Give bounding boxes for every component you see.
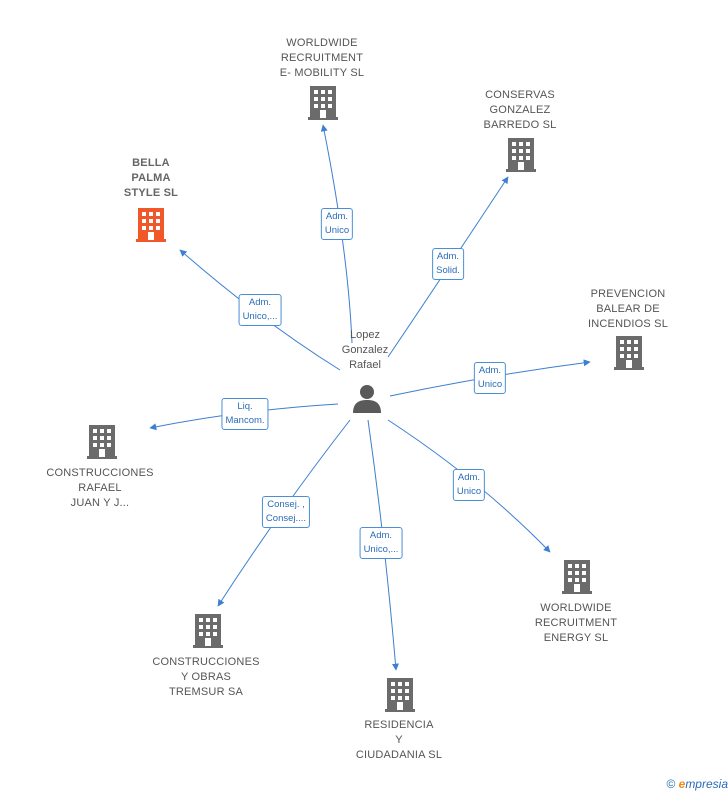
role-label-bella-palma: Adm. Unico,... <box>238 294 282 326</box>
company-label-construcciones-tremsur[interactable]: CONSTRUCCIONES Y OBRAS TREMSUR SA <box>152 656 260 698</box>
footer-brand: © empresia <box>666 777 728 791</box>
brand-logo-text: mpresia <box>685 777 728 791</box>
building-icon[interactable] <box>87 425 117 459</box>
brand-logo-initial: e <box>678 777 686 791</box>
role-label-construcciones-tremsur: Consej. , Consej.... <box>261 496 311 528</box>
role-label-worldwide-emobility: Adm. Unico <box>320 208 354 240</box>
company-label-worldwide-emobility[interactable]: WORLDWIDE RECRUITMENT E- MOBILITY SL <box>279 37 365 79</box>
company-label-bella-palma[interactable]: BELLA PALMA STYLE SL <box>123 157 179 199</box>
role-label-construcciones-rafael: Liq. Mancom. <box>221 398 269 430</box>
role-label-residencia: Adm. Unico,... <box>359 527 403 559</box>
company-label-residencia[interactable]: RESIDENCIA Y CIUDADANIA SL <box>355 719 443 761</box>
center-person-label: Lopez Gonzalez Rafael <box>341 329 389 371</box>
company-label-worldwide-energy[interactable]: WORLDWIDE RECRUITMENT ENERGY SL <box>534 602 618 644</box>
role-label-prevencion: Adm. Unico <box>473 362 507 394</box>
building-icon[interactable] <box>385 678 415 712</box>
building-icon[interactable] <box>193 614 223 648</box>
building-icon[interactable] <box>506 138 536 172</box>
role-label-worldwide-energy: Adm. Unico <box>452 469 486 501</box>
company-label-prevencion[interactable]: PREVENCION BALEAR DE INCENDIOS SL <box>587 288 669 330</box>
copyright-icon: © <box>666 777 676 791</box>
building-icon[interactable] <box>562 560 592 594</box>
building-icon[interactable] <box>308 86 338 120</box>
role-label-conservas: Adm. Solid. <box>432 248 464 280</box>
edge-worldwide-emobility <box>320 124 353 344</box>
building-icon[interactable] <box>136 208 166 242</box>
building-icon[interactable] <box>614 336 644 370</box>
company-label-conservas[interactable]: CONSERVAS GONZALEZ BARREDO SL <box>483 89 557 131</box>
company-label-construcciones-rafael[interactable]: CONSTRUCCIONES RAFAEL JUAN Y J... <box>46 467 154 509</box>
person-icon <box>353 385 381 413</box>
